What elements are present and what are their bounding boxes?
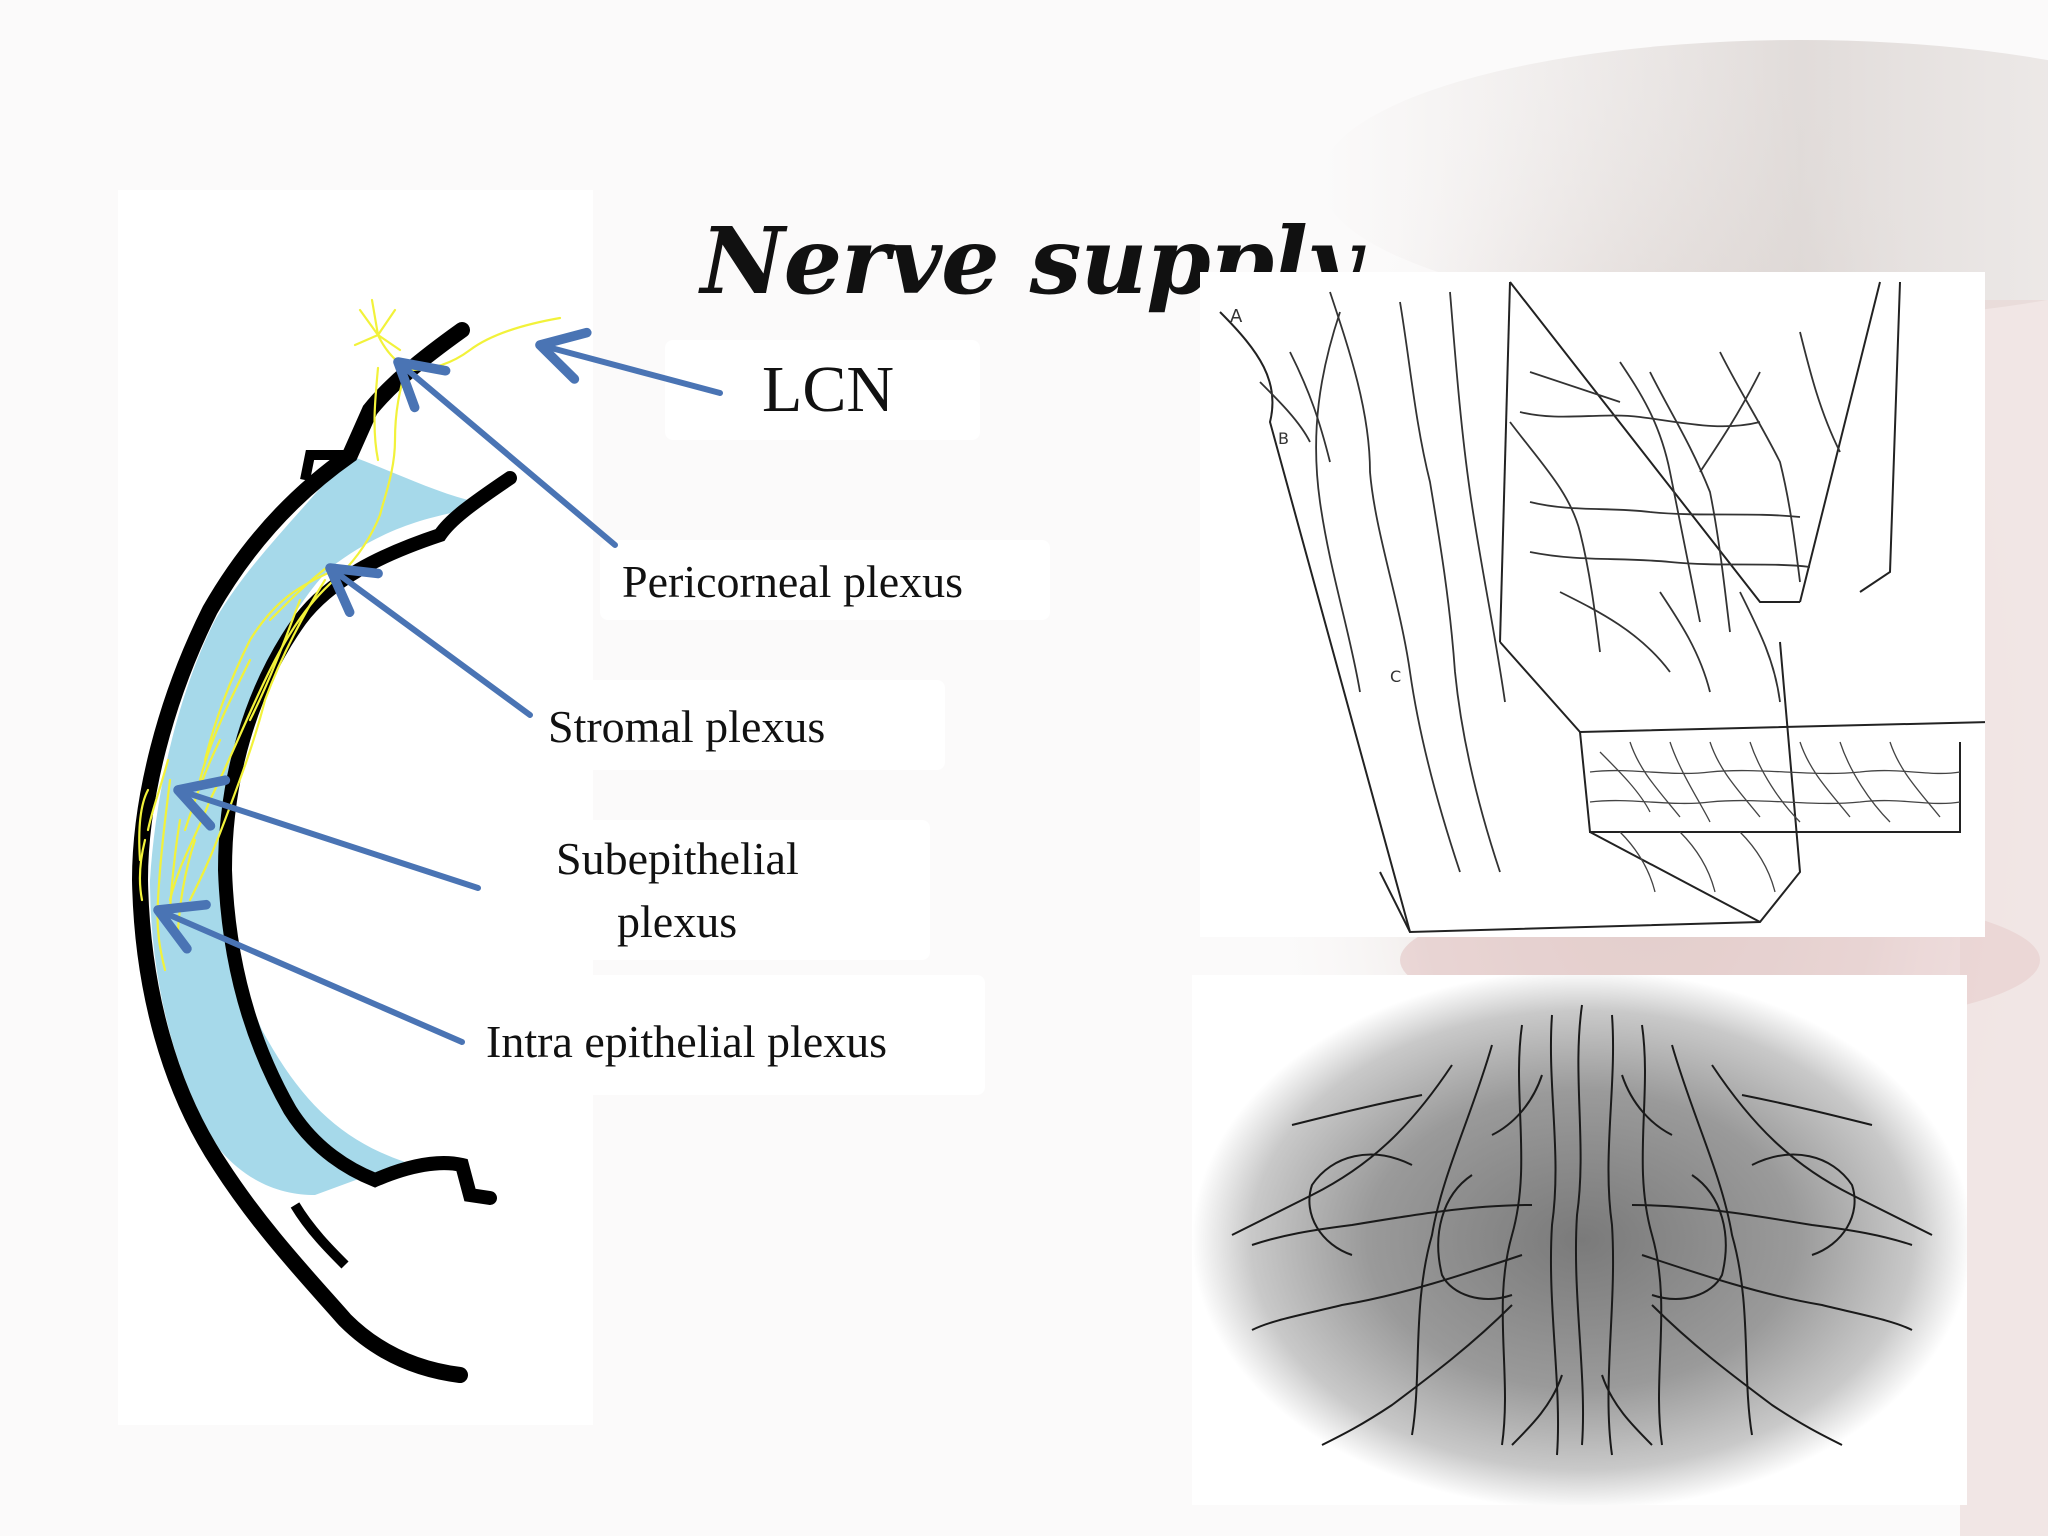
cube-nerve-branches xyxy=(1259,291,1841,873)
subepithelial-label-box xyxy=(530,820,930,960)
intraepithelial-label-box xyxy=(465,975,985,1095)
label-pericorneal-plexus: Pericorneal plexus xyxy=(622,556,964,607)
label-subepithelial-plexus-line1: Subepithelial xyxy=(556,833,799,884)
cube-letter-c: C xyxy=(1390,667,1401,686)
cube-letter-a: A xyxy=(1230,306,1243,327)
radial-nerve-illustration xyxy=(1192,975,1967,1505)
pericorneal-label-box xyxy=(600,540,1050,620)
label-lcn: LCN xyxy=(762,353,894,426)
label-intraepithelial-plexus: Intra epithelial plexus xyxy=(486,1016,888,1067)
label-subepithelial-plexus-line2: plexus xyxy=(617,896,738,947)
cube-letter-b: B xyxy=(1278,429,1289,448)
nerve-cube-illustration: A B C xyxy=(1219,281,1985,934)
label-stromal-plexus: Stromal plexus xyxy=(548,701,826,752)
cube-lower-mesh xyxy=(1589,741,1961,893)
radial-nerve-branches xyxy=(1231,1004,1933,1456)
cornea-panel xyxy=(118,190,593,1425)
stromal-label-box xyxy=(530,680,945,770)
